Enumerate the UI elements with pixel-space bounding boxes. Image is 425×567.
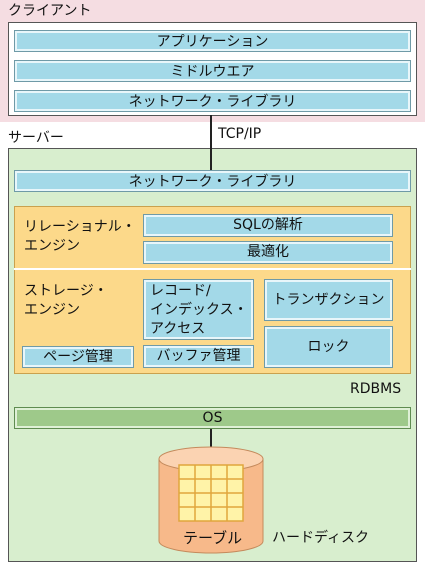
page-management-box: ページ管理 [22,346,134,368]
os-layer: OS [14,407,411,429]
client-layer-application: アプリケーション [14,30,411,52]
server-title: サーバー [8,130,64,146]
client-title: クライアント [8,3,92,19]
transaction-box: トランザクション [264,279,393,321]
sql-parse-box: SQLの解析 [143,214,393,237]
record-index-access-line2: インデックス・ [150,302,248,318]
client-layer-network-library: ネットワーク・ライブラリ [14,90,411,112]
rdbms-divider [14,268,411,270]
storage-engine-label-line1: ストレージ・ [24,283,108,299]
record-index-access-box: レコード/ インデックス・ アクセス [143,279,254,340]
tcp-ip-connection-line [210,115,212,173]
tcp-ip-label: TCP/IP [218,126,262,142]
lock-box: ロック [264,326,393,368]
relational-engine-label-line2: エンジン [24,238,80,254]
table-grid-icon [178,464,244,522]
server-network-library: ネットワーク・ライブラリ [14,170,411,192]
record-index-access-line1: レコード/ [150,283,211,299]
record-index-access-line3: アクセス [150,321,206,337]
relational-engine-label-line1: リレーショナル・ [24,219,136,235]
os-disk-connector [210,429,212,454]
hard-disk-label: ハードディスク [272,530,370,546]
table-label: テーブル [183,529,243,547]
client-layer-middleware: ミドルウエア [14,60,411,82]
optimization-box: 最適化 [143,241,393,264]
buffer-management-box: バッファ管理 [143,345,254,368]
hard-disk-icon [158,446,264,554]
rdbms-label: RDBMS [350,381,402,397]
storage-engine-label-line2: エンジン [24,302,80,318]
